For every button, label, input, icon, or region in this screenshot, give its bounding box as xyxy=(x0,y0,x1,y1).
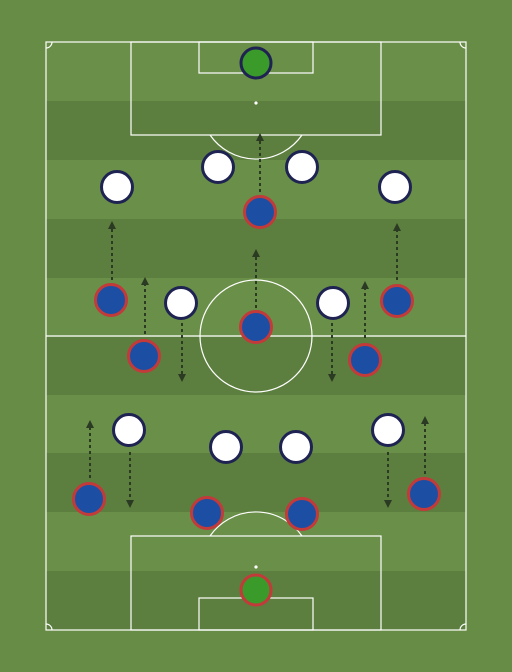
blue-player xyxy=(348,343,382,377)
blue-team-players xyxy=(72,195,441,531)
top-penalty-spot xyxy=(254,101,258,105)
white-player xyxy=(371,413,405,447)
blue-player xyxy=(243,195,277,229)
white-player xyxy=(279,430,313,464)
white-player xyxy=(285,150,319,184)
grass-stripe xyxy=(46,512,466,571)
blue-player xyxy=(407,477,441,511)
blue-player xyxy=(239,310,273,344)
corner-arc xyxy=(459,623,467,631)
white-player xyxy=(316,286,350,320)
white-player xyxy=(378,170,412,204)
corner-arc xyxy=(45,623,53,631)
blue-player xyxy=(127,339,161,373)
white-player xyxy=(112,413,146,447)
white-player xyxy=(209,430,243,464)
white-team-players xyxy=(100,150,412,464)
grass-stripe xyxy=(46,453,466,512)
white-player xyxy=(164,286,198,320)
bottom-penalty-spot xyxy=(254,565,258,569)
white-player xyxy=(100,170,134,204)
blue-player xyxy=(190,496,224,530)
corner-arc xyxy=(459,41,467,49)
goalkeeper-top xyxy=(239,46,273,80)
centre-circle xyxy=(199,279,313,393)
blue-player xyxy=(285,497,319,531)
grass-stripe xyxy=(46,337,466,395)
top-penalty-arc xyxy=(209,134,303,160)
blue-player xyxy=(94,283,128,317)
grass-stripe xyxy=(46,101,466,160)
movement-arrows xyxy=(86,133,429,508)
goalkeeper-bottom xyxy=(239,573,273,607)
blue-player xyxy=(380,284,414,318)
blue-player xyxy=(72,482,106,516)
corner-arc xyxy=(45,41,53,49)
white-player xyxy=(201,150,235,184)
